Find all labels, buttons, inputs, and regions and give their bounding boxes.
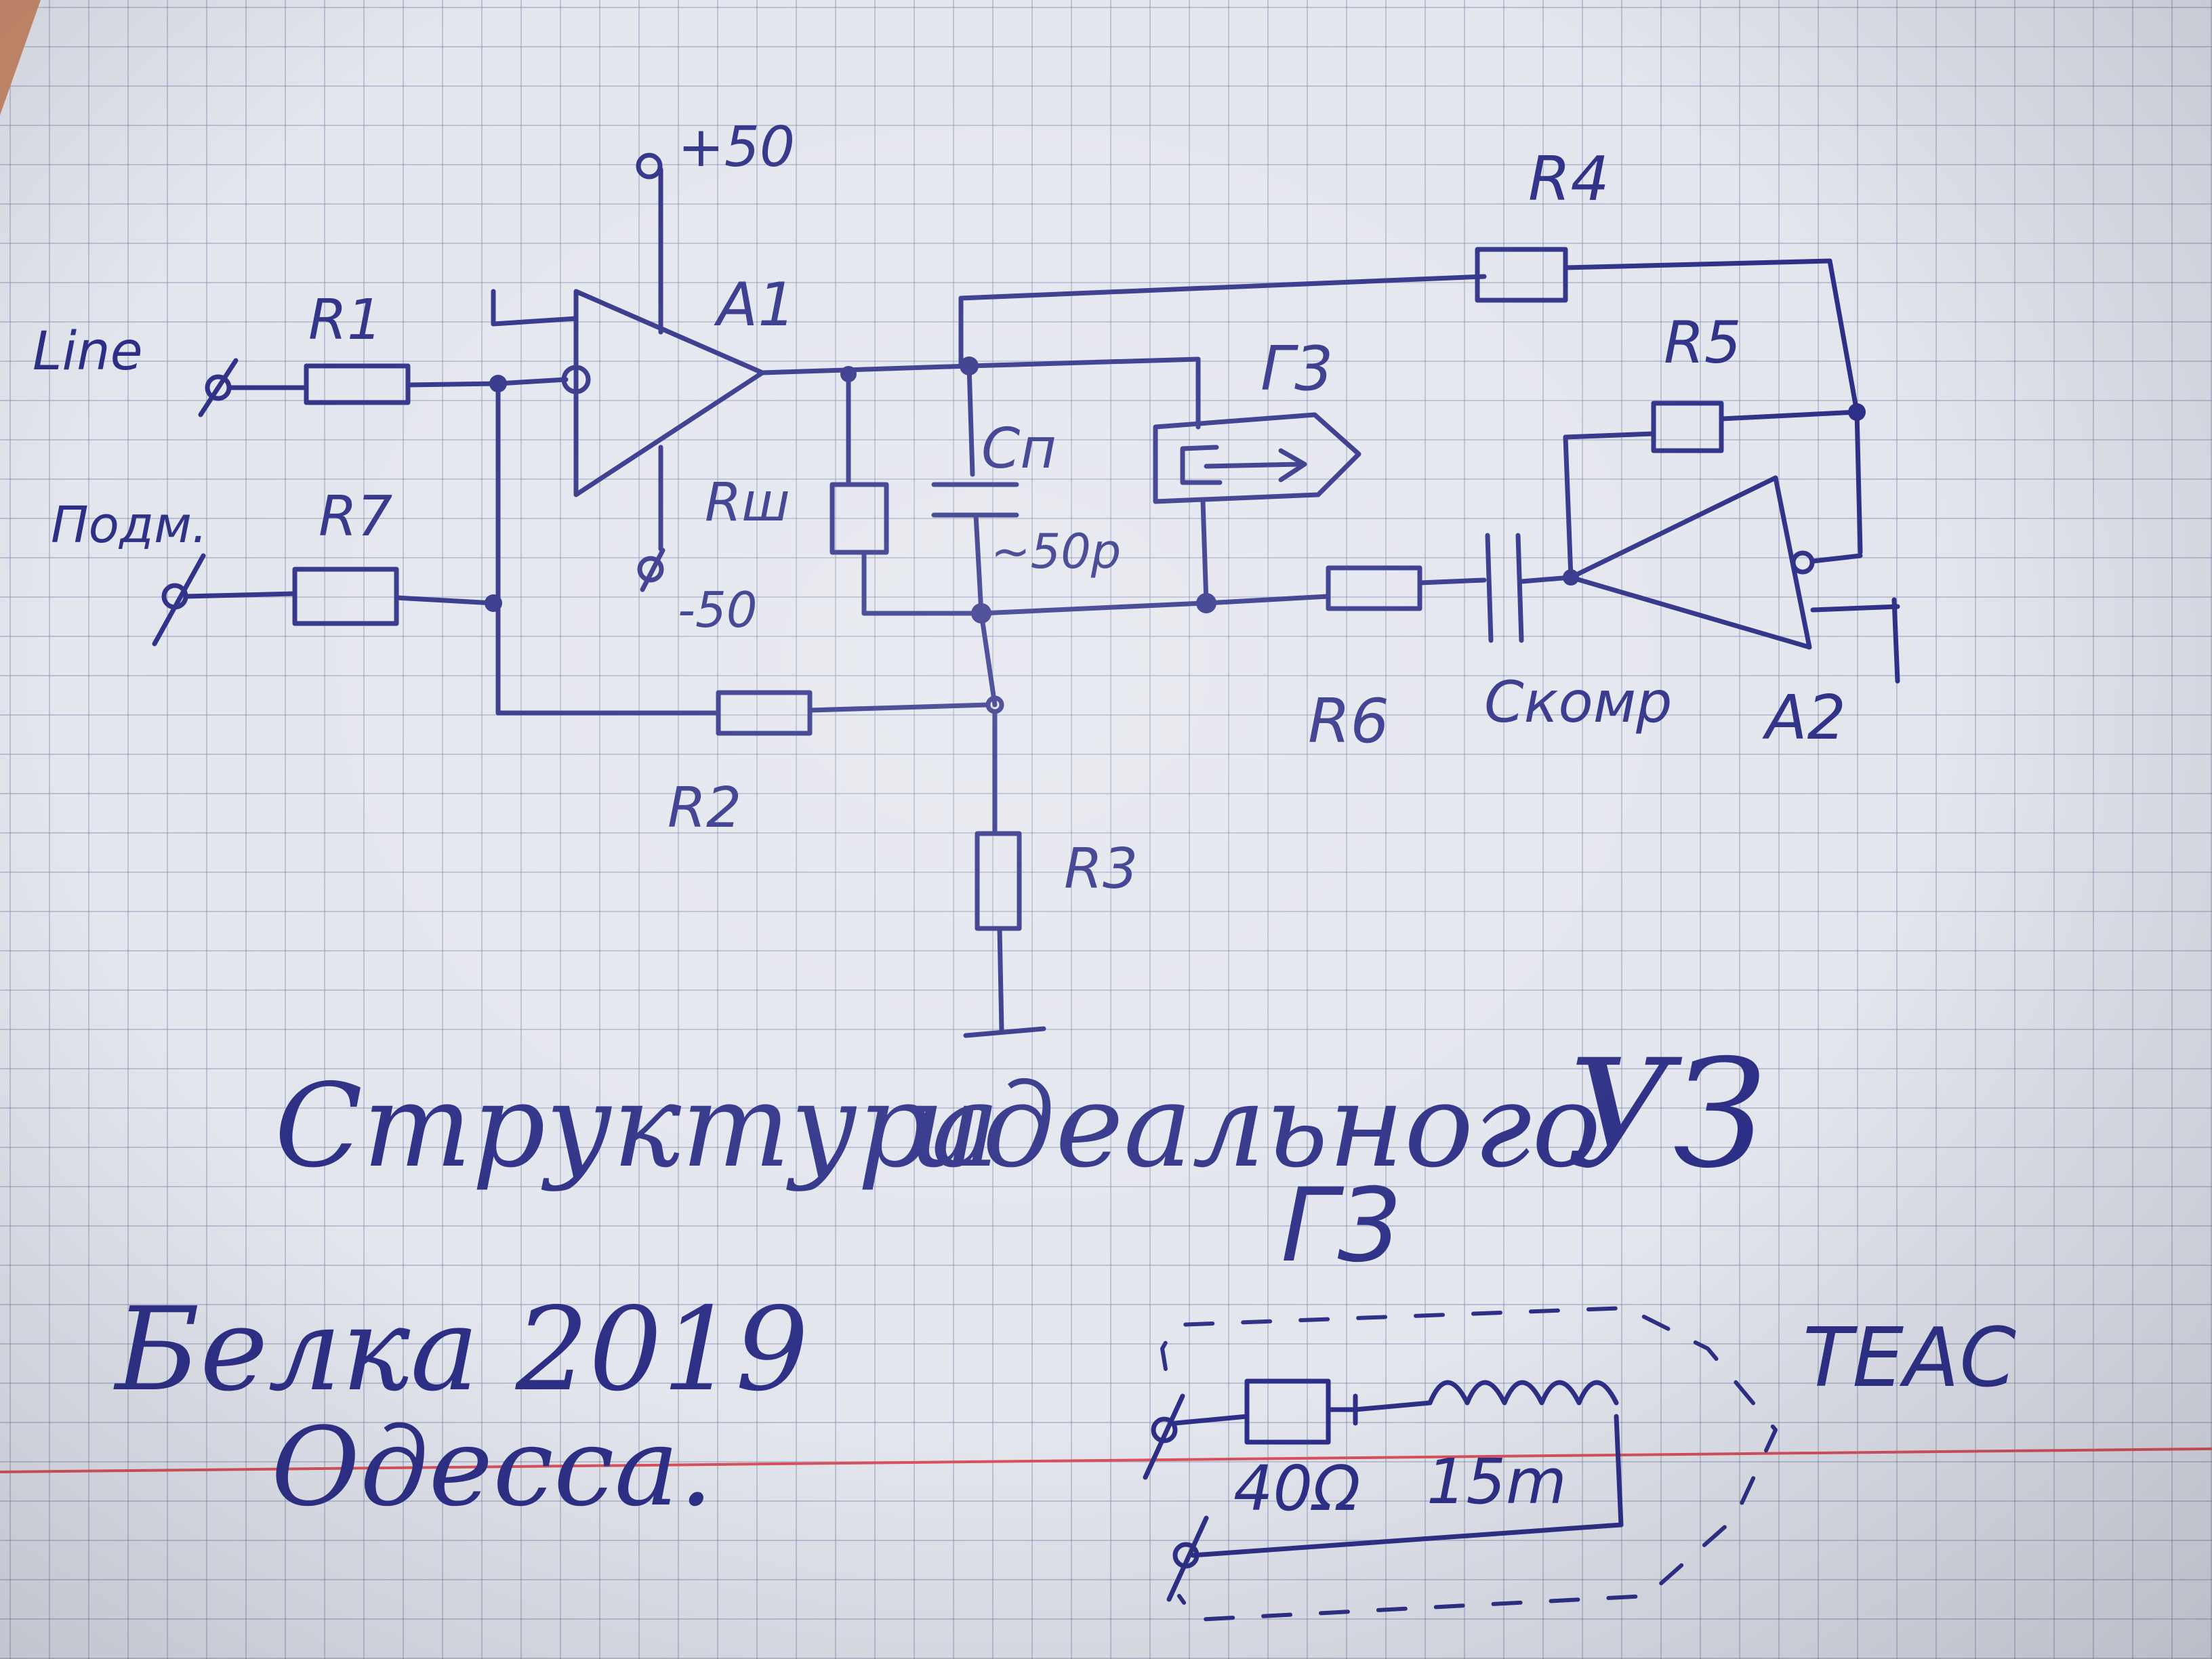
r2-label: R2 [668,776,741,840]
sub-input-label: Подм. [51,496,207,554]
cp-capacitor [931,363,1019,616]
detail-terminal-top [1143,1393,1250,1480]
plus-supply-terminal [636,152,663,180]
caption-word-2: идеального [908,1059,1601,1193]
r3-label: R3 [1064,837,1138,901]
sub-input-terminal [152,553,298,647]
a2-label: A2 [1762,682,1846,754]
r2-resistor [495,690,991,736]
detail-return-wire [1190,1414,1624,1558]
line-input-terminal [198,358,309,417]
r4-resistor [1475,247,1860,415]
minus-supply-label: -50 [678,581,758,638]
rsh-label: Rш [705,472,790,533]
ccomp-capacitor [1485,533,1579,643]
ccomp-label: Cкомр [1484,669,1672,735]
r6-label: R6 [1308,686,1389,757]
a1-label: A1 [714,270,796,340]
plus-supply-label: +50 [678,115,795,180]
rsh-resistor [830,482,984,616]
r3-resistor [963,709,1046,1038]
r7-label: R7 [319,485,392,549]
r5-label: R5 [1664,309,1741,377]
detail-inductance-label: 15m [1427,1446,1567,1518]
detail-head-enclosure [1160,1306,1778,1622]
signature-city: Одесса. [271,1404,714,1530]
caption-word-3: УЗ [1565,1027,1766,1201]
r1-label: R1 [308,288,382,352]
r4-label: R4 [1528,144,1610,215]
central-node [971,600,1206,714]
detail-resistance-label: 40Ω [1233,1452,1360,1525]
input-bus [485,375,569,716]
detail-title: Г3 [1281,1167,1402,1285]
cp-value-label: ~50p [991,524,1121,579]
a1-opamp [491,167,765,552]
a1-output-net [760,274,1487,487]
signature-name: Белка 2019 [113,1283,808,1417]
detail-terminal-bottom [1166,1515,1209,1602]
cp-label: Cп [981,417,1057,481]
r1-resistor [304,363,501,405]
detail-brand: TEAC [1803,1311,2016,1406]
minus-supply-terminal [637,548,665,592]
r7-resistor [292,567,496,626]
a2-opamp [1568,475,1900,684]
r5-resistor [1563,401,1866,580]
detail-inductor [1427,1380,1619,1406]
g3-label: Г3 [1261,333,1333,405]
caption-word-1: Структура [274,1059,1000,1193]
table-corner [0,0,41,115]
line-input-label: Line [33,321,143,382]
r6-resistor [1204,565,1487,611]
detail-resistor [1244,1378,1433,1445]
